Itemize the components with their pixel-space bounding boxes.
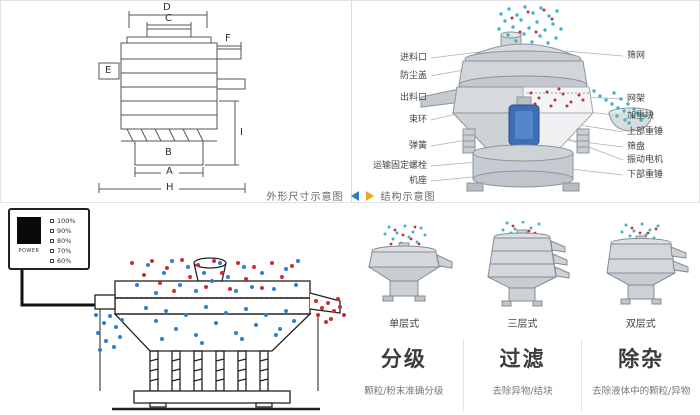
label-spring: 弹簧: [408, 141, 427, 151]
single-layer-thumb: [367, 224, 453, 302]
red-particles: [510, 8, 585, 108]
dimension-lines: [98, 11, 246, 193]
structure-diagram-panel: 进料口 防尘盖 出料口 束环 弹簧 运输固定螺栓 机座 筛网 网架 加重块 上部…: [351, 1, 700, 202]
label-vibration-motor: 振动电机: [627, 155, 664, 165]
left-pointer-icon: [350, 190, 359, 201]
function-title: 过滤: [499, 347, 546, 371]
level-value: 100%: [57, 217, 76, 225]
function-classification: 分级 颗粒/粉末准确分级: [345, 339, 463, 411]
level-bullet-icon: [50, 239, 54, 243]
function-filtration: 过滤 去除异物/结块: [462, 339, 582, 411]
dimension-diagram-panel: D C F E B I A H: [1, 1, 350, 202]
label-weight-block: 加重块: [627, 111, 655, 121]
label-mesh-frame: 网架: [627, 94, 646, 104]
level-value: 70%: [57, 247, 72, 255]
label-lower-weight: 下部重锤: [627, 170, 664, 180]
type-label: 三层式: [507, 319, 538, 330]
level-row: 80%: [50, 236, 76, 246]
sieving-illustration: [20, 257, 346, 411]
level-row: 70%: [50, 246, 76, 256]
power-cable: [20, 269, 98, 307]
label-sieve-tray: 筛盘: [627, 142, 646, 152]
level-row: 90%: [50, 226, 76, 236]
function-impurity-removal: 除杂 去除液体中的颗粒/异物: [581, 339, 700, 411]
controller-levels: 100% 90% 80% 70% 60%: [50, 216, 76, 266]
level-value: 90%: [57, 227, 72, 235]
controller-box: POWER 100% 90% 80% 70% 60%: [8, 208, 90, 270]
dim-label-d: D: [163, 2, 171, 13]
function-title: 除杂: [618, 347, 665, 371]
diagram-top-section: D C F E B I A H: [0, 0, 700, 203]
double-layer-thumb: [606, 222, 689, 305]
three-layer-thumb: [487, 221, 570, 307]
dimension-caption: 外形尺寸示意图: [266, 192, 344, 203]
level-bullet-icon: [50, 219, 54, 223]
dim-label-e: E: [105, 65, 112, 76]
dim-label-i: I: [240, 127, 243, 138]
level-row: 60%: [50, 256, 76, 266]
cyan-particles: [497, 5, 647, 125]
label-machine-base: 机座: [408, 176, 427, 186]
panel-divider: [351, 1, 352, 202]
oversize-particles: [130, 258, 346, 324]
label-screen-mesh: 筛网: [627, 51, 646, 61]
structure-caption: 结构示意图: [380, 192, 436, 203]
function-desc: 颗粒/粉末准确分级: [364, 386, 444, 397]
level-value: 80%: [57, 237, 72, 245]
level-value: 60%: [57, 257, 72, 265]
caption-bar: 外形尺寸示意图 结构示意图: [1, 188, 700, 203]
dim-label-c: C: [165, 13, 172, 24]
fine-particles: [94, 259, 300, 352]
function-desc: 去除液体中的颗粒/异物: [592, 386, 691, 397]
bottom-section: POWER 100% 90% 80% 70% 60%: [0, 203, 700, 415]
label-feed-inlet: 进料口: [399, 53, 427, 63]
machine-types: 单层式: [345, 221, 700, 335]
structure-render: [420, 5, 654, 192]
label-transport-bolt: 运输固定螺栓: [372, 161, 427, 171]
function-title: 分级: [380, 347, 427, 371]
level-bullet-icon: [50, 249, 54, 253]
type-label: 单层式: [389, 319, 420, 330]
functions-section: 分级 颗粒/粉末准确分级 过滤 去除异物/结块 除杂 去除液体中的颗粒/异物: [345, 339, 700, 411]
label-upper-weight: 上部重锤: [627, 127, 664, 137]
machine-body: [420, 31, 654, 192]
type-single-layer: 单层式: [345, 221, 463, 335]
type-double-layer: 双层式: [582, 221, 700, 335]
label-dust-cover: 防尘盖: [399, 71, 427, 81]
controller-display-label: POWER: [18, 248, 40, 254]
dim-label-a: A: [166, 166, 173, 177]
function-desc: 去除异物/结块: [492, 386, 553, 397]
level-row: 100%: [50, 216, 76, 226]
controller-display: [17, 217, 41, 244]
dim-label-h: H: [166, 182, 174, 193]
type-label: 双层式: [625, 319, 656, 330]
dim-label-b: B: [165, 147, 172, 158]
dim-label-f: F: [225, 33, 231, 44]
dimension-drawing: [98, 11, 246, 193]
label-clamp-ring: 束环: [408, 115, 427, 125]
type-three-layer: 三层式: [463, 221, 581, 335]
label-outlet: 出料口: [399, 93, 427, 103]
sieve-machine-outline: [94, 257, 341, 411]
right-pointer-icon: [365, 190, 374, 201]
level-bullet-icon: [50, 259, 54, 263]
level-bullet-icon: [50, 229, 54, 233]
